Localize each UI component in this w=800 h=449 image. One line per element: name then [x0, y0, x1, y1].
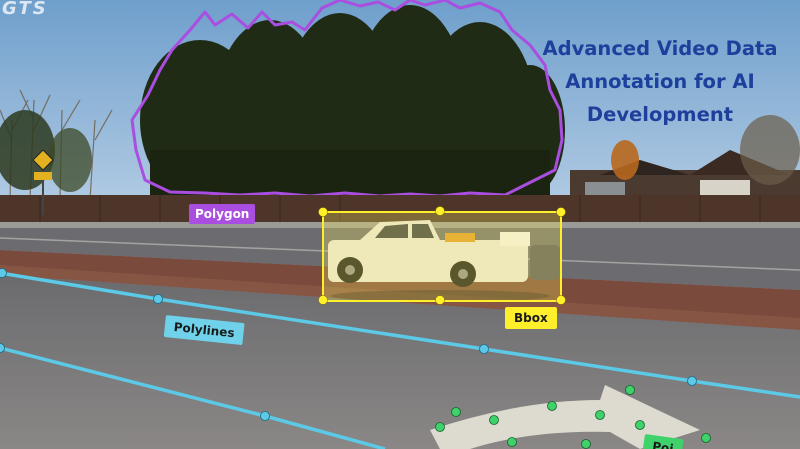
pickup-truck [328, 220, 560, 287]
bbox-handles [318, 206, 566, 305]
headline-line-3: Development [586, 103, 734, 126]
evergreen-trees [140, 5, 565, 200]
road-sign [32, 149, 54, 215]
bbox-annotation [322, 211, 562, 302]
headline-line-1: Advanced Video Data [542, 37, 778, 60]
bbox-label: Bbox [505, 307, 557, 329]
headline-line-2: Annotation for AI [565, 70, 755, 93]
headline: Advanced Video Data Annotation for AI De… [520, 32, 800, 131]
keypoint-annotations [435, 385, 711, 449]
polyline-annotations [0, 268, 800, 449]
turn-arrow-road-marking [430, 385, 700, 449]
brand-logo: GTS [2, 0, 48, 19]
shrub-left [48, 128, 92, 192]
evergreen-left [0, 110, 55, 190]
polygon-label: Polygon [189, 204, 256, 224]
